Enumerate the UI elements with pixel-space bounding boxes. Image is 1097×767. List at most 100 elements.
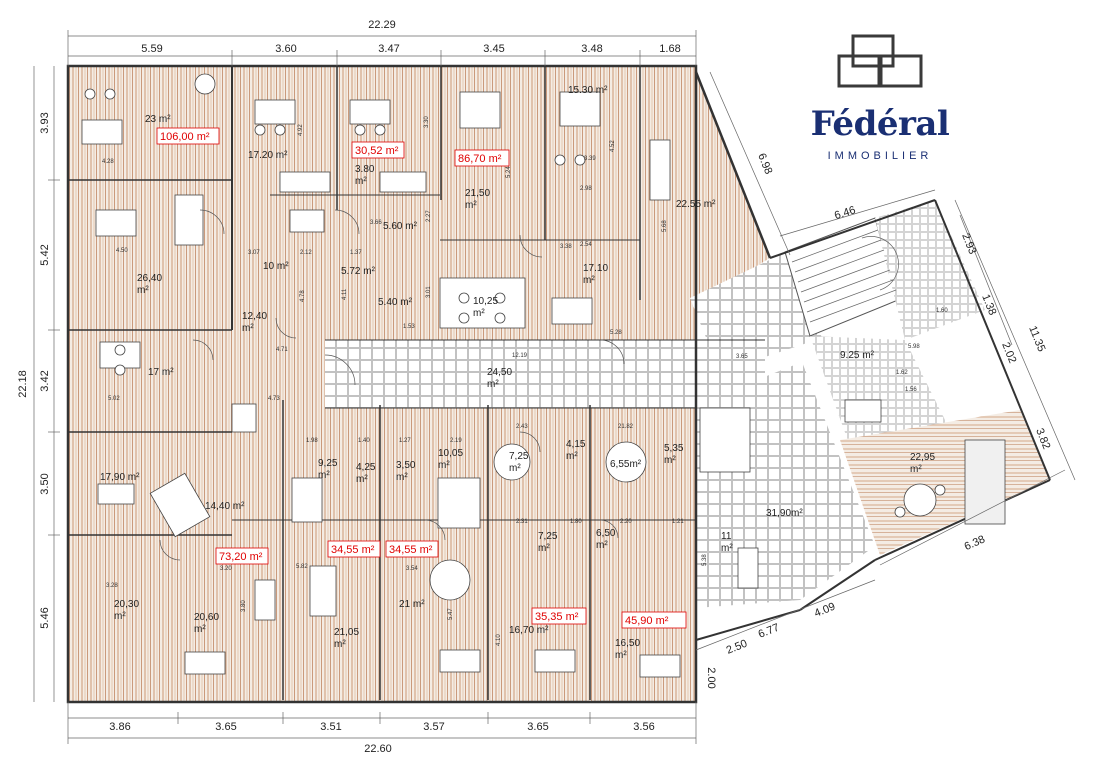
dim-top-4: 3.45 bbox=[483, 43, 504, 55]
room-label: m² bbox=[318, 470, 330, 481]
room-label: 3.80 bbox=[355, 164, 375, 175]
interior-dim: 4.78 bbox=[300, 290, 306, 302]
dim-bottom-3: 3.51 bbox=[320, 721, 341, 733]
interior-dim: 1.56 bbox=[905, 387, 917, 393]
interior-dim: 1.21 bbox=[672, 519, 684, 525]
room-label: 21,50 bbox=[465, 188, 490, 199]
room-label: 17.10 bbox=[583, 263, 608, 274]
interior-dim: 4.52 bbox=[610, 140, 616, 152]
room-label: 3,50 bbox=[396, 460, 416, 471]
dim-left-5: 5.46 bbox=[39, 607, 51, 628]
room-label: 10,25 bbox=[473, 296, 498, 307]
room-label: m² bbox=[487, 379, 499, 390]
room-label: 20,60 bbox=[194, 612, 219, 623]
interior-dim: 2.19 bbox=[450, 438, 462, 444]
room-label: m² bbox=[242, 323, 254, 334]
dim-1135: 11.35 bbox=[1026, 324, 1047, 353]
interior-dim: 4.11 bbox=[342, 288, 348, 300]
dim-409: 4.09 bbox=[813, 601, 837, 620]
room-label: 31,90m² bbox=[766, 508, 803, 519]
dim-bottom-5: 3.65 bbox=[527, 721, 548, 733]
stairs bbox=[791, 229, 899, 323]
area-total: 30,52 m² bbox=[355, 145, 399, 157]
interior-dim: 3.54 bbox=[406, 566, 418, 572]
room-label: m² bbox=[355, 176, 367, 187]
area-total: 73,20 m² bbox=[219, 551, 263, 563]
interior-dim: 2.43 bbox=[516, 424, 528, 430]
walls bbox=[66, 64, 1051, 704]
dim-top-3: 3.47 bbox=[378, 43, 399, 55]
room-label: m² bbox=[615, 650, 627, 661]
interior-dim: 5.24 bbox=[506, 166, 512, 178]
interior-dim: 2.20 bbox=[620, 519, 632, 525]
room-label: 5,35 bbox=[664, 443, 684, 454]
dimension-lines bbox=[33, 30, 1076, 744]
dim-646: 6.46 bbox=[833, 204, 857, 222]
dim-top-6: 1.68 bbox=[659, 43, 680, 55]
interior-dim: 3.30 bbox=[424, 116, 430, 128]
dimensions-bottom: 3.86 3.65 3.51 3.57 3.65 3.56 22.60 bbox=[109, 721, 654, 755]
furniture bbox=[81, 73, 1006, 678]
interior-dim: 1.53 bbox=[403, 324, 415, 330]
room-label: 21,05 bbox=[334, 627, 359, 638]
federal-logo: Fédéral IMMOBILIER bbox=[800, 26, 960, 176]
interior-dim: 2.27 bbox=[426, 210, 432, 222]
room-label: 16,70 m² bbox=[509, 625, 549, 636]
room-label: 22.55 m² bbox=[676, 199, 716, 210]
logo-mark-icon bbox=[837, 34, 923, 88]
interior-dim: 4.71 bbox=[276, 347, 288, 353]
dim-left-4: 3.50 bbox=[39, 473, 51, 494]
dim-bottom-total: 22.60 bbox=[364, 743, 392, 755]
room-label: 5.72 m² bbox=[341, 266, 376, 277]
room-label: m² bbox=[596, 540, 608, 551]
room-label: m² bbox=[664, 455, 676, 466]
interior-dim: 4.10 bbox=[496, 634, 502, 646]
brand-name: Fédéral bbox=[810, 104, 950, 144]
area-total: 106,00 m² bbox=[160, 131, 210, 143]
area-total: 86,70 m² bbox=[458, 153, 502, 165]
room-label: 7,25 bbox=[538, 531, 558, 542]
interior-dim: 1.37 bbox=[350, 250, 362, 256]
room-label: 14,40 m² bbox=[205, 501, 245, 512]
dim-left-3: 3.42 bbox=[39, 370, 51, 391]
area-total: 45,90 m² bbox=[625, 615, 669, 627]
interior-dim: 5.98 bbox=[908, 344, 920, 350]
interior-dim: 1.40 bbox=[358, 438, 370, 444]
interior-dim: 1.60 bbox=[936, 308, 948, 314]
interior-dim: 5.68 bbox=[662, 220, 668, 232]
room-label: m² bbox=[583, 275, 595, 286]
room-label: 10 m² bbox=[263, 261, 289, 272]
interior-dim: 4.73 bbox=[268, 396, 280, 402]
room-label: 7,25 bbox=[509, 451, 529, 462]
room-label: m² bbox=[114, 611, 126, 622]
interior-dim: 3.80 bbox=[241, 600, 247, 612]
doors bbox=[159, 209, 625, 561]
room-label: m² bbox=[910, 464, 922, 475]
dim-left-2: 5.42 bbox=[39, 244, 51, 265]
room-label: 16,50 bbox=[615, 638, 640, 649]
room-label: m² bbox=[465, 200, 477, 211]
room-labels: 23 m² 17.20 m² 15.30 m² 22.55 m² 3.80 m²… bbox=[100, 85, 935, 661]
interior-dim: 4.50 bbox=[116, 248, 128, 254]
room-label: 26,40 bbox=[137, 273, 162, 284]
room-label: m² bbox=[356, 474, 368, 485]
room-label: 17.20 m² bbox=[248, 150, 288, 161]
interior-dim: 3.39 bbox=[584, 156, 596, 162]
room-label: 23 m² bbox=[145, 114, 171, 125]
dim-638: 6.38 bbox=[963, 533, 987, 553]
dim-left-1: 3.93 bbox=[39, 112, 51, 133]
room-label: 9,25 bbox=[318, 458, 338, 469]
dim-293: 2.93 bbox=[959, 232, 978, 256]
room-label: m² bbox=[334, 639, 346, 650]
area-total: 34,55 m² bbox=[389, 544, 433, 556]
area-total: 34,55 m² bbox=[331, 544, 375, 556]
dimensions-left: 22.18 3.93 5.42 3.42 3.50 5.46 bbox=[17, 112, 51, 628]
room-label: 20,30 bbox=[114, 599, 139, 610]
interior-dim: 1.98 bbox=[306, 438, 318, 444]
room-label: 6,50 bbox=[596, 528, 616, 539]
dim-top-total: 22.29 bbox=[368, 19, 396, 31]
interior-dimensions: 4.28 4.50 4.92 3.30 5.24 4.52 2.98 5.68 … bbox=[102, 116, 948, 646]
room-label: 4,15 bbox=[566, 439, 586, 450]
interior-dim: 3.38 bbox=[560, 244, 572, 250]
